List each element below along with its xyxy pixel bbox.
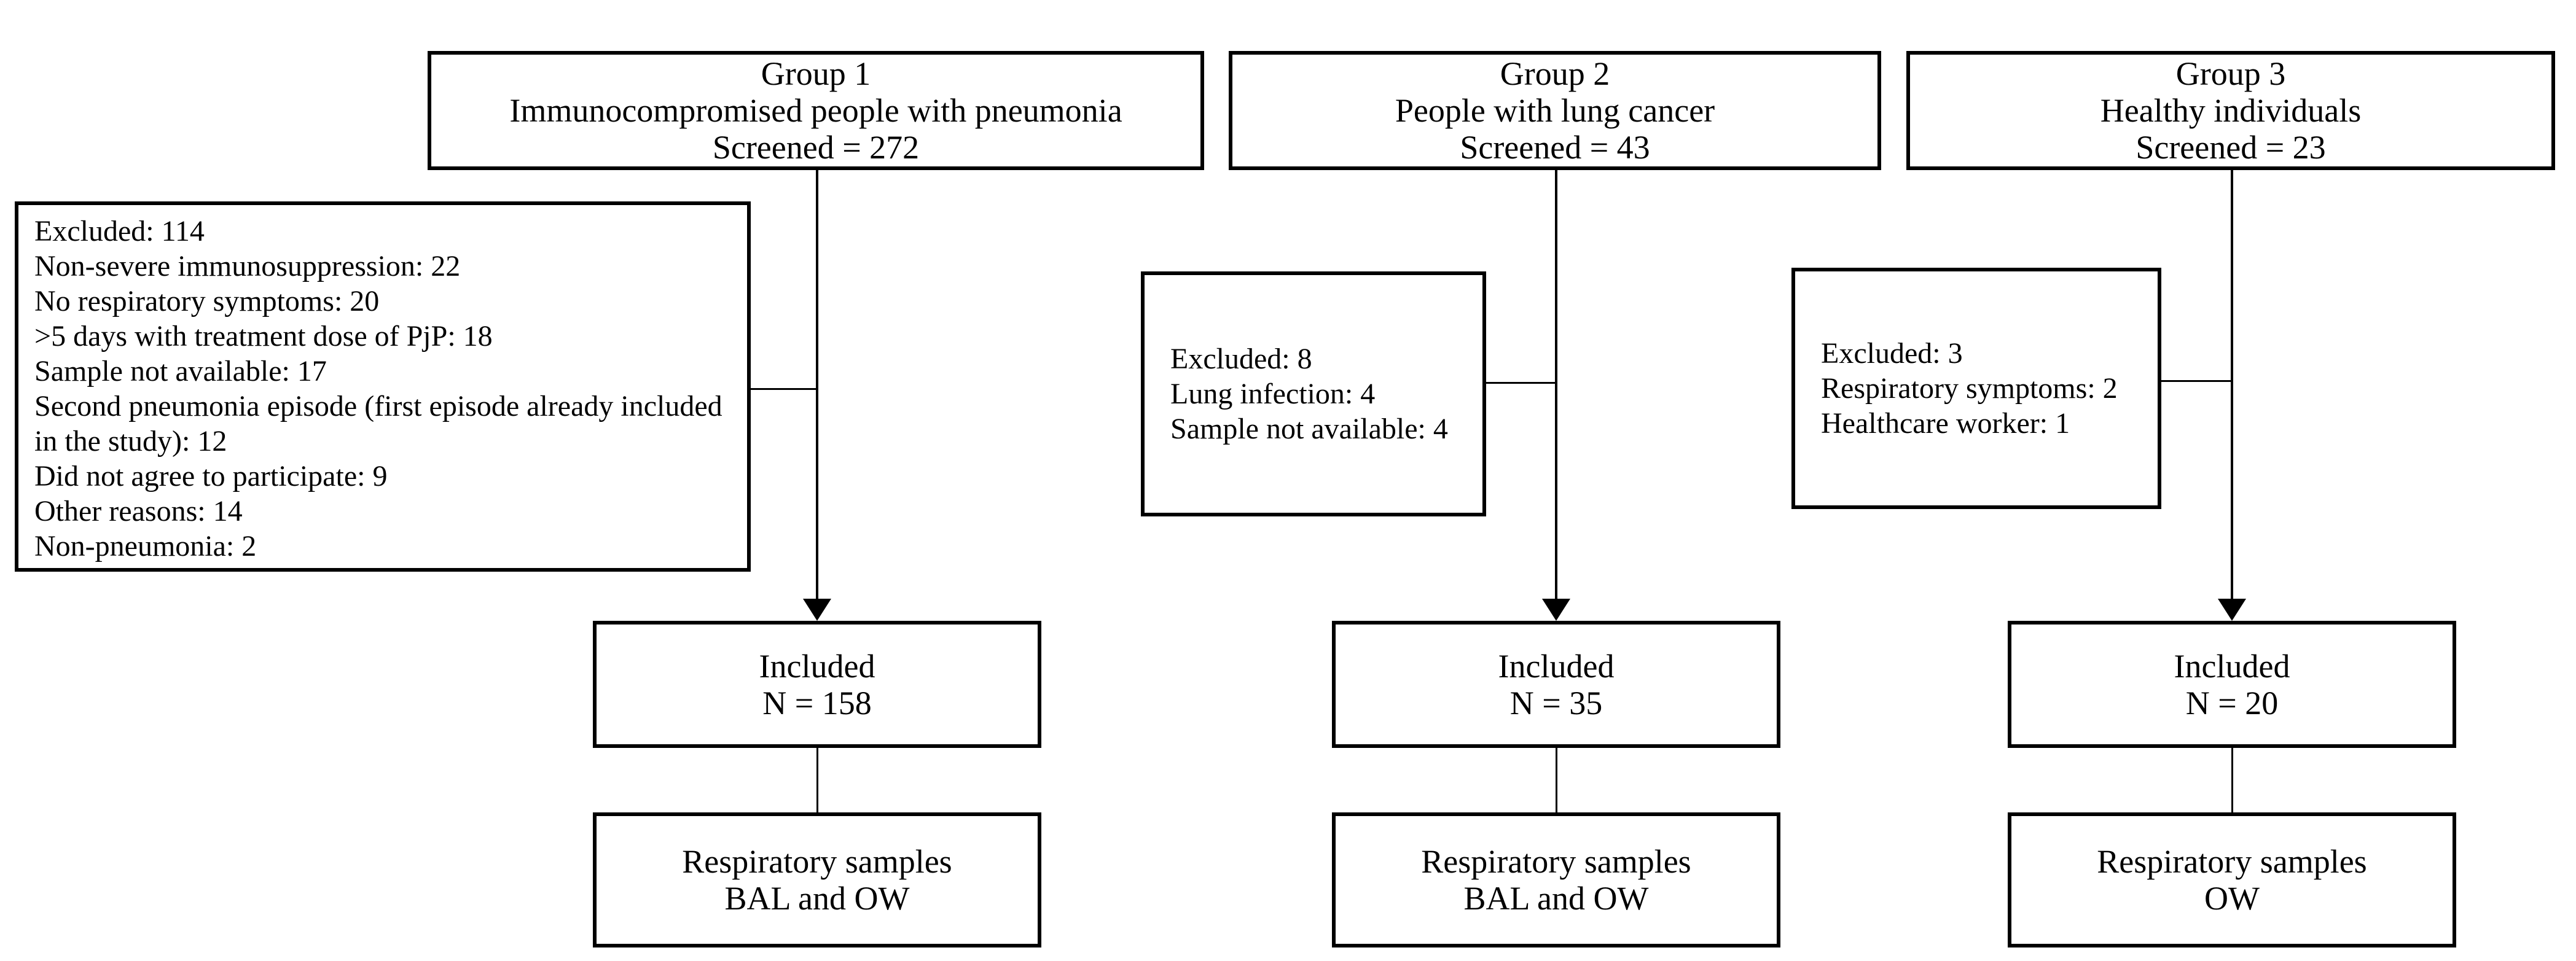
group2-samples-label: Respiratory samples — [1421, 843, 1691, 880]
excluded-item: Healthcare worker: 1 — [1821, 407, 2070, 440]
group3-screened-count: Screened = 23 — [2136, 129, 2326, 166]
group3-excluded-box: Excluded: 3 Respiratory symptoms: 2 Heal… — [1791, 268, 2161, 509]
group1-title: Group 1 — [761, 55, 871, 92]
group3-title: Group 3 — [2175, 55, 2286, 92]
group3-included-box: Included N = 20 — [2008, 621, 2456, 748]
group2-excluded-box: Excluded: 8 Lung infection: 4 Sample not… — [1141, 271, 1486, 516]
group2-screened-count: Screened = 43 — [1460, 129, 1650, 166]
group2-arrowhead-icon — [1542, 599, 1570, 621]
excluded-item: Other reasons: 14 — [34, 495, 243, 527]
group3-header-box: Group 3 Healthy individuals Screened = 2… — [1906, 51, 2555, 170]
group2-excluded-connector-line — [1486, 382, 1557, 384]
group3-samples-types: OW — [2204, 880, 2260, 917]
group1-screened-count: Screened = 272 — [712, 129, 920, 166]
excluded-item: >5 days with treatment dose of PjP: 18 — [34, 320, 493, 352]
group2-included-samples-line — [1556, 748, 1557, 812]
excluded-item: Second pneumonia episode (first episode … — [34, 390, 722, 457]
group3-included-n: N = 20 — [2185, 684, 2279, 722]
excluded-item: Lung infection: 4 — [1170, 378, 1376, 410]
excluded-item: Sample not available: 4 — [1170, 413, 1448, 445]
group3-arrowhead-icon — [2218, 599, 2246, 621]
group2-flow-line — [1555, 170, 1557, 600]
group3-included-label: Included — [2174, 647, 2290, 685]
group3-flow-line — [2231, 170, 2233, 600]
group1-included-samples-line — [816, 748, 818, 812]
group2-included-label: Included — [1498, 647, 1615, 685]
group3-samples-box: Respiratory samples OW — [2008, 812, 2456, 947]
group3-included-samples-line — [2231, 748, 2233, 812]
group1-included-box: Included N = 158 — [593, 621, 1041, 748]
group3-population: Healthy individuals — [2100, 92, 2362, 129]
group2-population: People with lung cancer — [1395, 92, 1715, 129]
group2-samples-box: Respiratory samples BAL and OW — [1332, 812, 1780, 947]
excluded-item: Respiratory symptoms: 2 — [1821, 372, 2118, 405]
group1-population: Immunocompromised people with pneumonia — [509, 92, 1122, 129]
group1-samples-box: Respiratory samples BAL and OW — [593, 812, 1041, 947]
excluded-item: Excluded: 114 — [34, 215, 205, 247]
group1-flow-line — [816, 170, 818, 600]
group1-excluded-connector-line — [751, 388, 818, 390]
group1-arrowhead-icon — [803, 599, 831, 621]
group1-header-box: Group 1 Immunocompromised people with pn… — [428, 51, 1204, 170]
group3-excluded-connector-line — [2161, 380, 2233, 382]
group3-samples-label: Respiratory samples — [2097, 843, 2367, 880]
group1-samples-types: BAL and OW — [724, 880, 910, 917]
excluded-item: Non-pneumonia: 2 — [34, 530, 257, 562]
group2-header-box: Group 2 People with lung cancer Screened… — [1229, 51, 1881, 170]
excluded-item: Non-severe immunosuppression: 22 — [34, 250, 461, 282]
excluded-item: Sample not available: 17 — [34, 355, 327, 387]
excluded-item: Excluded: 3 — [1821, 337, 1963, 370]
excluded-item: Did not agree to participate: 9 — [34, 460, 388, 492]
group1-included-n: N = 158 — [762, 684, 872, 722]
group1-excluded-box: Excluded: 114 Non-severe immunosuppressi… — [15, 201, 751, 572]
group2-title: Group 2 — [1500, 55, 1610, 92]
group2-samples-types: BAL and OW — [1463, 880, 1649, 917]
group1-samples-label: Respiratory samples — [682, 843, 952, 880]
group2-included-box: Included N = 35 — [1332, 621, 1780, 748]
group2-included-n: N = 35 — [1509, 684, 1603, 722]
excluded-item: Excluded: 8 — [1170, 343, 1312, 375]
excluded-item: No respiratory symptoms: 20 — [34, 285, 380, 317]
group1-included-label: Included — [759, 647, 875, 685]
